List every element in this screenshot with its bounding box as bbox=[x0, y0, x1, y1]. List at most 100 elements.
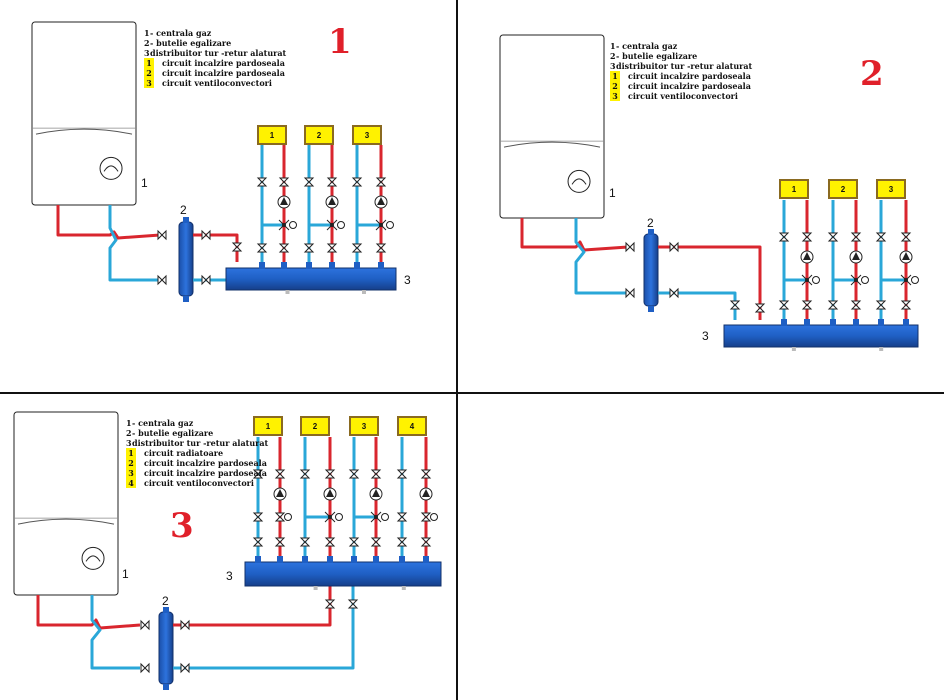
manifold-bracket bbox=[401, 586, 406, 590]
valve-icon bbox=[324, 537, 336, 547]
legend-item-text: - butelie egalizare bbox=[616, 51, 698, 61]
manifold-port bbox=[306, 262, 312, 269]
valve-icon bbox=[274, 469, 286, 479]
pump-arrow-icon bbox=[326, 489, 334, 497]
circuit-tag bbox=[779, 179, 809, 199]
valve-icon bbox=[351, 243, 363, 253]
boiler-panel-line bbox=[503, 141, 601, 148]
valve-icon bbox=[201, 274, 211, 286]
manifold-port bbox=[830, 319, 836, 326]
manifold-port bbox=[259, 262, 265, 269]
thermometer-icon bbox=[812, 276, 820, 284]
separator-vent bbox=[183, 217, 189, 223]
valve-icon bbox=[669, 287, 679, 299]
valve-icon bbox=[801, 232, 813, 242]
circuit-tag-label: 3 bbox=[362, 422, 367, 431]
valve-icon bbox=[420, 469, 432, 479]
valve-icon bbox=[875, 300, 887, 310]
valve-icon bbox=[729, 300, 741, 310]
legend-item-number: 2 bbox=[144, 68, 154, 78]
legend-item-text: - butelie egalizare bbox=[150, 38, 232, 48]
valve-icon bbox=[827, 300, 839, 310]
pump-arrow-icon bbox=[803, 252, 811, 260]
valve-icon bbox=[326, 177, 338, 187]
valve-icon bbox=[274, 512, 286, 522]
separator-vent bbox=[648, 229, 654, 235]
pump-arrow-icon bbox=[372, 489, 380, 497]
component-label: 2 bbox=[180, 203, 187, 217]
valve-icon bbox=[180, 619, 190, 631]
legend-item-number: 1 bbox=[144, 58, 154, 68]
manifold-body bbox=[723, 324, 919, 348]
return-main bbox=[90, 595, 140, 670]
circuit-tag-label: 1 bbox=[266, 422, 271, 431]
manifold-port bbox=[378, 262, 384, 269]
boiler-panel-line bbox=[17, 518, 115, 525]
hydraulic-separator bbox=[178, 221, 194, 297]
valve-icon bbox=[231, 242, 243, 252]
manifold-port bbox=[373, 556, 379, 563]
legend-item-text: - butelie egalizare bbox=[132, 428, 214, 438]
valve-icon bbox=[827, 232, 839, 242]
valve-icon bbox=[850, 300, 862, 310]
valve-icon bbox=[396, 537, 408, 547]
manifold-port bbox=[354, 262, 360, 269]
legend-item-text: distribuitor tur -retur alaturat bbox=[616, 61, 753, 71]
legend-item: 2 - butelie egalizare bbox=[610, 51, 752, 61]
mixing-valve-center-icon bbox=[854, 278, 858, 282]
valve-icon bbox=[180, 662, 190, 674]
legend-item: 2 - butelie egalizare bbox=[126, 428, 268, 438]
legend-item-number: 1 bbox=[610, 41, 616, 51]
legend-item-number: 1 bbox=[126, 418, 132, 428]
legend-item-number: 3 bbox=[126, 468, 136, 478]
boiler-body bbox=[499, 34, 605, 219]
component-label: 1 bbox=[609, 186, 616, 200]
panel-number-3: 3 bbox=[170, 506, 194, 546]
valve-icon bbox=[420, 512, 432, 522]
pump-arrow-icon bbox=[328, 197, 336, 205]
manifold-port bbox=[277, 556, 283, 563]
circuit-tag-label: 2 bbox=[841, 185, 846, 194]
legend-item: 1 - centrala gaz bbox=[610, 41, 752, 51]
manifold-port bbox=[878, 319, 884, 326]
valve-icon bbox=[375, 243, 387, 253]
thermometer-icon bbox=[289, 221, 297, 229]
thermometer-icon bbox=[381, 513, 389, 521]
mixing-valve-center-icon bbox=[328, 515, 332, 519]
circuit-tag-label: 4 bbox=[410, 422, 415, 431]
legend-item-text: - centrala gaz bbox=[150, 28, 212, 38]
valve-icon bbox=[140, 662, 150, 674]
manifold-bracket bbox=[879, 347, 884, 351]
boiler-body bbox=[13, 411, 119, 596]
circuit-tag-label: 2 bbox=[313, 422, 318, 431]
thermometer-icon bbox=[386, 221, 394, 229]
manifold-port bbox=[329, 262, 335, 269]
boiler-knob-mark bbox=[571, 178, 587, 185]
circuit-tag bbox=[300, 416, 330, 436]
valve-icon bbox=[778, 232, 790, 242]
legend-item-text: circuit incalzire pardoseala bbox=[628, 81, 751, 91]
manifold-body bbox=[244, 561, 442, 587]
component-label: 3 bbox=[404, 273, 411, 287]
boiler-knob-icon bbox=[567, 169, 591, 193]
manifold-bracket bbox=[285, 290, 290, 294]
legend-item-number: 3 bbox=[144, 48, 150, 58]
pump-arrow-icon bbox=[902, 252, 910, 260]
thermometer-icon bbox=[335, 513, 343, 521]
thermometer-icon bbox=[911, 276, 919, 284]
valve-icon bbox=[252, 512, 264, 522]
panel-number-2: 2 bbox=[860, 54, 884, 94]
component-label: 1 bbox=[141, 176, 148, 190]
supply-to-manifold bbox=[658, 245, 762, 320]
mixing-valve-center-icon bbox=[330, 223, 334, 227]
valve-icon bbox=[324, 469, 336, 479]
component-label: 3 bbox=[702, 329, 709, 343]
supply-to-manifold bbox=[193, 233, 239, 262]
